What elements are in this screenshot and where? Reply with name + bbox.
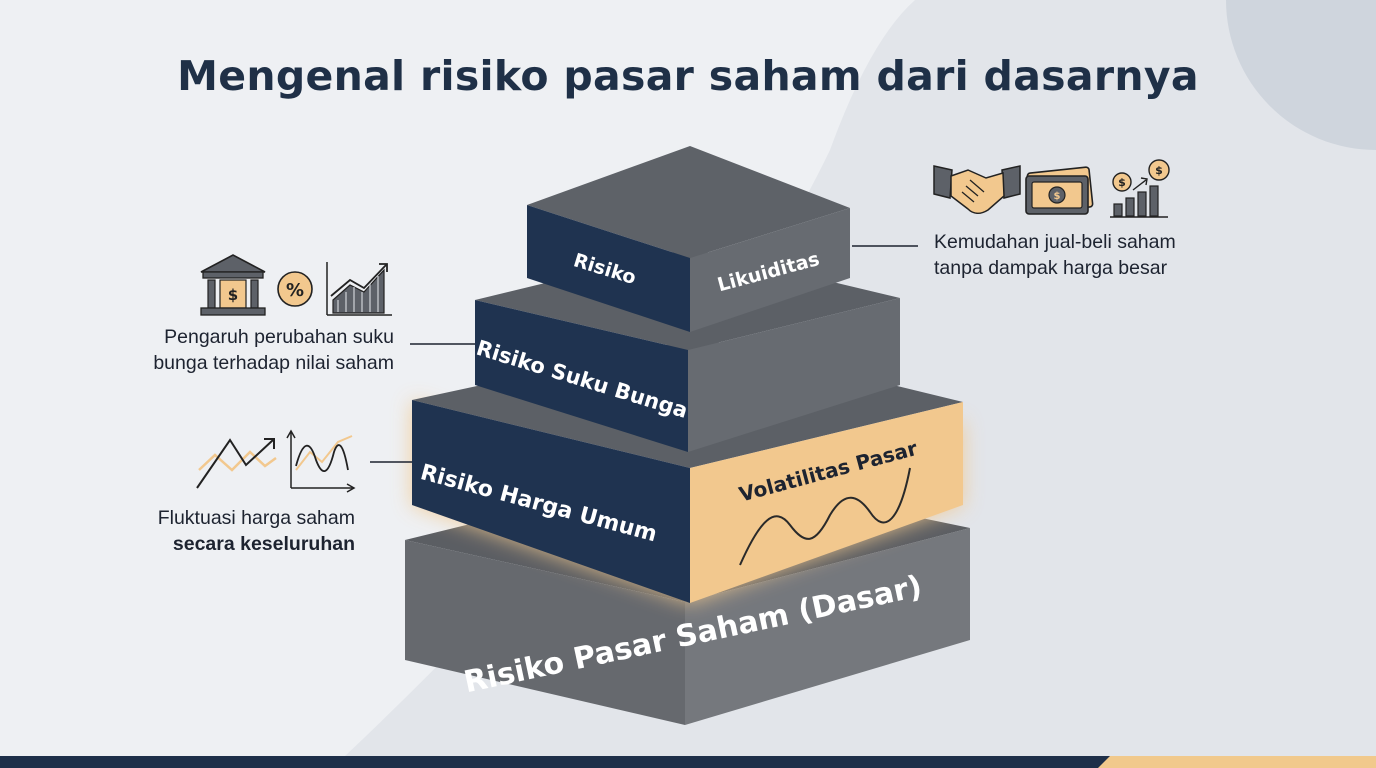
price-description-line2: secara keseluruhan	[158, 531, 355, 557]
bar-chart-growth-icon	[326, 262, 392, 316]
volatility-wave-icon	[739, 467, 911, 566]
svg-text:$: $	[1054, 191, 1061, 202]
footer-bar	[0, 756, 1376, 768]
layer-top	[527, 146, 850, 332]
liquidity-description-line2: tanpa dampak harga besar	[934, 257, 1168, 279]
svg-text:%: %	[286, 280, 304, 301]
zigzag-trend-icon	[196, 438, 277, 489]
liquidity-description: Kemudahan jual-beli saham tanpa dampak h…	[934, 229, 1176, 281]
handshake-icon	[933, 165, 1021, 214]
svg-text:$: $	[228, 286, 238, 304]
footer-accent	[1098, 756, 1376, 768]
interest-description-line1: Pengaruh perubahan suku	[164, 326, 394, 348]
percent-icon: %	[277, 271, 313, 307]
bank-icon: $	[200, 254, 266, 316]
interest-description: Pengaruh perubahan suku bunga terhadap n…	[153, 324, 394, 376]
background-circle	[1226, 0, 1376, 150]
page-title: Mengenal risiko pasar saham dari dasarny…	[177, 52, 1199, 100]
svg-text:$: $	[1118, 176, 1126, 189]
line-chart-icon	[286, 429, 356, 493]
price-description-line2-bold: secara keseluruhan	[172, 533, 355, 555]
liquidity-description-line1: Kemudahan jual-beli saham	[934, 231, 1176, 253]
price-description: Fluktuasi harga saham secara keseluruhan	[158, 505, 355, 557]
money-growth-icon: $ $	[1110, 159, 1170, 218]
price-description-line1: Fluktuasi harga saham	[157, 507, 355, 529]
interest-description-line2: bunga terhadap nilai saham	[153, 352, 394, 374]
cash-icon: $	[1025, 166, 1094, 215]
svg-text:$: $	[1155, 164, 1163, 177]
